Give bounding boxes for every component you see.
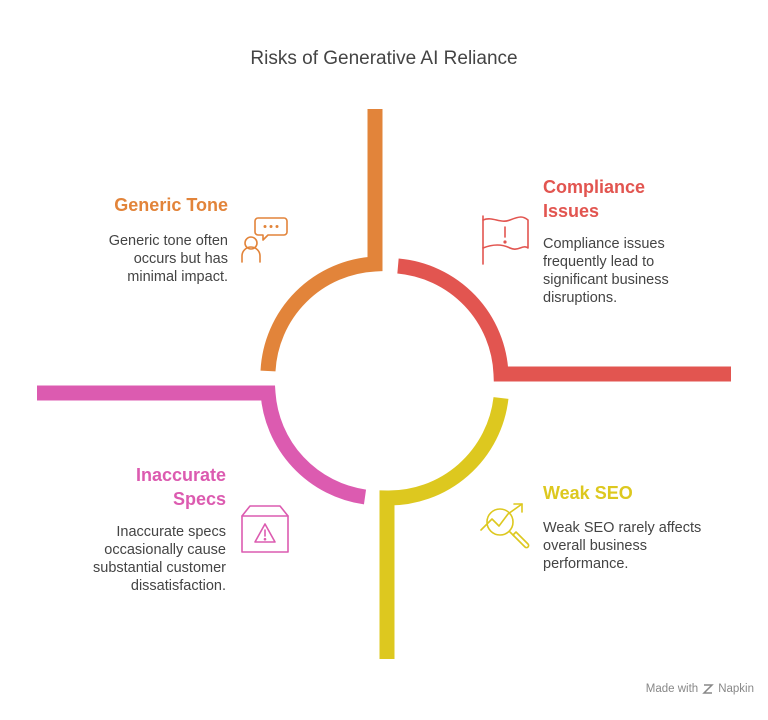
seo-arc: [379, 397, 509, 659]
seo-heading: Weak SEO: [543, 483, 633, 503]
compliance-arc: [397, 258, 731, 382]
compliance-desc: Compliance issues frequently lead to sig…: [543, 236, 669, 306]
seo-desc: Weak SEO rarely affects overall business…: [543, 520, 702, 572]
page-title: Risks of Generative AI Reliance: [250, 48, 518, 69]
specs-heading: Inaccurate Specs: [135, 465, 226, 509]
compliance-heading: Compliance Issues: [543, 177, 646, 221]
generic-tone-desc: Generic tone often occurs but has minima…: [108, 233, 228, 285]
generic-tone-arc: [260, 109, 383, 372]
napkin-logo-icon: [702, 684, 714, 694]
warning-flag-icon: [482, 215, 529, 265]
specs-arc: [37, 385, 367, 505]
person-speech-bubble-icon: [241, 217, 288, 263]
napkin-watermark: Made with Napkin: [645, 683, 754, 695]
specs-desc: Inaccurate specs occasionally cause subs…: [93, 524, 226, 594]
generic-tone-heading: Generic Tone: [114, 195, 228, 215]
search-chart-icon: [480, 503, 530, 549]
warning-box-icon: [241, 505, 289, 553]
